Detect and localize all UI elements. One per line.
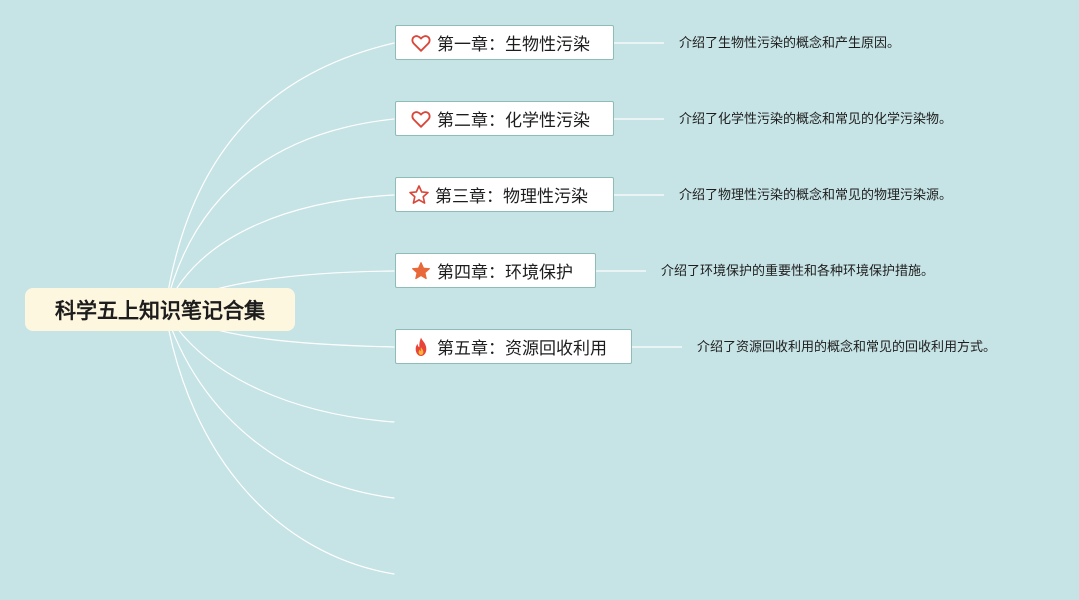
chapter-node-5[interactable]: 第五章：资源回收利用 — [395, 329, 632, 364]
root-topic-title: 科学五上知识笔记合集 — [55, 298, 265, 323]
chapter-description-4: 介绍了环境保护的重要性和各种环境保护措施。 — [661, 264, 935, 279]
star-outline-icon — [408, 184, 430, 206]
chapter-node-1[interactable]: 第一章：生物性污染 — [395, 25, 614, 60]
root-topic[interactable]: 科学五上知识笔记合集 — [25, 288, 295, 331]
branch-curve-1 — [164, 42, 395, 311]
chapter-description-1: 介绍了生物性污染的概念和产生原因。 — [679, 36, 901, 51]
heart-outline-icon — [410, 108, 432, 130]
branch-curve-6 — [164, 309, 395, 423]
chapter-node-2[interactable]: 第二章：化学性污染 — [395, 101, 614, 136]
branch-curve-2 — [164, 118, 395, 311]
chapter-description-2: 介绍了化学性污染的概念和常见的化学污染物。 — [679, 112, 953, 127]
branch-curve-7 — [164, 309, 395, 499]
heart-outline-icon — [410, 32, 432, 54]
chapter-label-5: 第五章：资源回收利用 — [437, 339, 607, 359]
chapter-description-5: 介绍了资源回收利用的概念和常见的回收利用方式。 — [697, 340, 997, 355]
chapter-label-3: 第三章：物理性污染 — [435, 187, 588, 207]
branch-curve-3 — [164, 194, 395, 311]
chapter-node-4[interactable]: 第四章：环境保护 — [395, 253, 596, 288]
chapter-node-3[interactable]: 第三章：物理性污染 — [395, 177, 614, 212]
star-filled-icon — [410, 260, 432, 282]
branch-curve-8 — [164, 309, 395, 575]
chapter-label-2: 第二章：化学性污染 — [437, 111, 590, 131]
chapter-description-3: 介绍了物理性污染的概念和常见的物理污染源。 — [679, 188, 953, 203]
chapter-label-1: 第一章：生物性污染 — [437, 35, 590, 55]
chapter-label-4: 第四章：环境保护 — [437, 263, 573, 283]
fire-icon — [410, 336, 432, 358]
